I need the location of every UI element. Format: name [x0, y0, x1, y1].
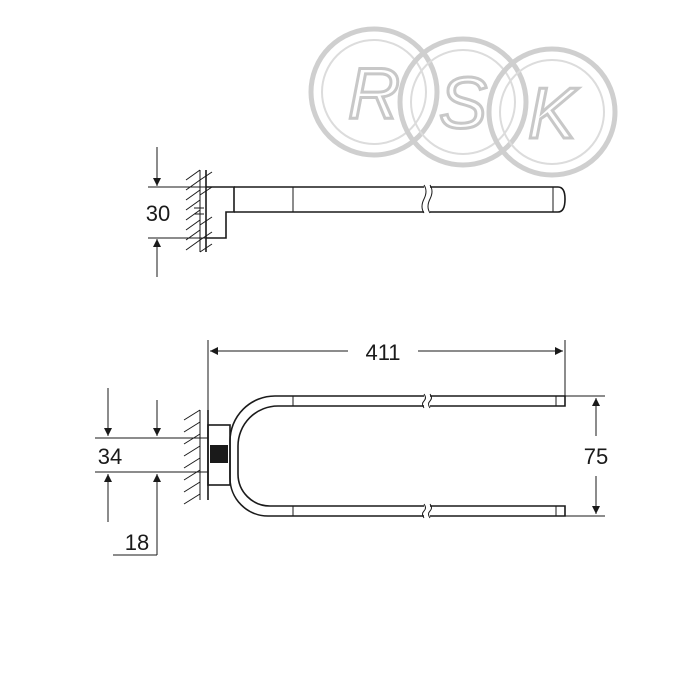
top-wall-hatch — [185, 169, 213, 253]
lower-bar-left — [293, 505, 424, 517]
dimension-34: 34 — [98, 444, 122, 469]
top-break-right — [427, 184, 433, 214]
u-bend-outer-bottom — [229, 477, 293, 517]
watermark-logo: R S K — [308, 26, 618, 178]
upper-break-left — [422, 393, 426, 409]
dimension-30: 30 — [146, 201, 170, 226]
dimension-75: 75 — [584, 444, 608, 469]
watermark-letter-r: R — [348, 54, 400, 134]
dimension-411: 411 — [365, 340, 400, 365]
upper-bar-left — [293, 395, 424, 407]
top-view: 30 — [146, 147, 566, 277]
top-bracket — [206, 186, 235, 239]
brand-logo — [210, 445, 228, 463]
watermark-letter-k: K — [528, 74, 579, 154]
u-bend-outer-top — [229, 395, 293, 478]
watermark-letter-s: S — [439, 64, 487, 144]
lower-break-left — [422, 503, 426, 519]
front-wall-hatch — [183, 409, 209, 505]
u-bend-inner-bottom — [237, 473, 293, 507]
top-break-left — [421, 184, 427, 214]
dimension-18: 18 — [125, 530, 149, 555]
upper-bar-right — [430, 395, 566, 407]
lower-bar-right — [430, 505, 566, 517]
u-bend-inner-top — [237, 405, 293, 474]
top-bar-left — [234, 186, 424, 213]
front-view: 411 — [95, 340, 608, 556]
top-bar-right — [430, 186, 566, 213]
